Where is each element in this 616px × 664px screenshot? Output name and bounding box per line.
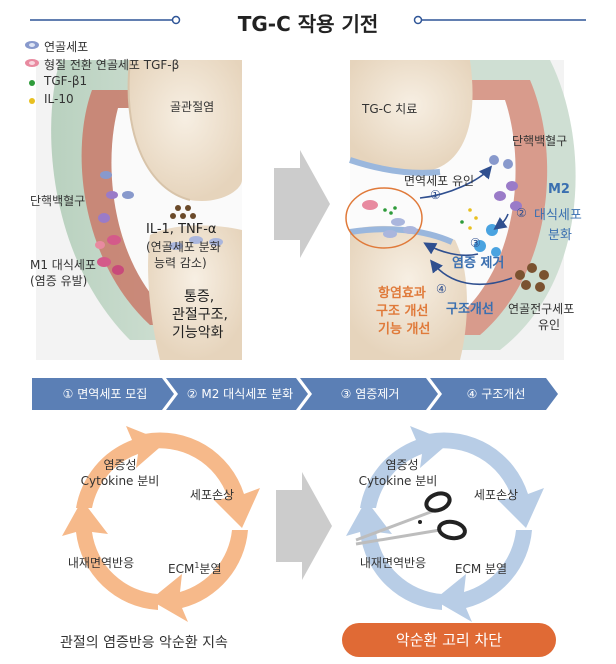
left-cycle-top-line2: Cytokine 분비: [80, 474, 160, 488]
label-monocyte-right: 단핵백혈구: [512, 134, 568, 148]
label-il1-line3: 능력 감소): [154, 256, 207, 270]
il10-dot-icon: [29, 98, 35, 104]
transformed-chondrocyte-icon: [25, 59, 39, 67]
legend-label-tgf: TGF-β1: [44, 74, 88, 88]
step-4-label: ④ 구조개선: [466, 387, 526, 401]
legend-label-il10: IL-10: [44, 92, 74, 106]
bottom-left-caption: 관절의 염증반응 악순환 지속: [60, 635, 228, 651]
label-pain-line3: 기능악화: [172, 325, 224, 341]
right-cycle-left: 내재면역반응: [359, 556, 427, 570]
label-m2-line3: 분화: [548, 228, 572, 243]
label-step-num-1: ①: [430, 188, 441, 202]
label-tgc-treatment: TG-C 치료: [362, 102, 418, 116]
label-step-num-3: ③: [470, 236, 481, 250]
label-monocyte-left: 단핵백혈구: [30, 194, 86, 208]
label-effect-line2: 구조 개선: [376, 304, 429, 319]
label-il1-line1: IL-1, TNF-α: [146, 222, 217, 237]
label-step-num-2: ②: [516, 206, 527, 220]
scissors-icon: [355, 491, 467, 546]
label-effect-line1: 항염효과: [378, 286, 426, 301]
right-joint-illustration: [345, 60, 576, 360]
tgf-dot-icon: [29, 80, 35, 86]
step-2-label: ② M2 대식세포 분화: [186, 387, 294, 401]
step-1-label: ① 면역세포 모집: [62, 387, 148, 401]
label-precursor-line2: 유인: [538, 318, 561, 332]
left-cycle-right: 세포손상: [189, 488, 235, 502]
legend-label-chondrocyte: 연골세포: [44, 40, 89, 54]
transition-arrow-bottom: [276, 472, 332, 580]
label-precursor-line1: 연골전구세포: [508, 302, 575, 316]
label-immune-recruit: 면역세포 유인: [404, 174, 475, 188]
label-pain-line1: 통증,: [184, 289, 215, 305]
right-cycle-top-line2: Cytokine 분비: [358, 474, 438, 488]
label-effect-line3: 기능 개선: [378, 322, 431, 337]
legend-label-transformed: 형질 전환 연골세포 TGF-β: [44, 58, 180, 72]
break-cycle-button[interactable]: 악순환 고리 차단: [342, 623, 556, 657]
page-title: TG-C 작용 기전: [237, 12, 379, 36]
right-cycle-graphic: [346, 426, 544, 622]
chondrocyte-icon: [25, 41, 39, 49]
label-inflammation-removal: 염증 제거: [452, 256, 505, 271]
label-m1-line2: (염증 유발): [30, 274, 88, 288]
label-m2-line2: 대식세포: [534, 208, 582, 223]
label-step-num-4: ④: [436, 282, 447, 296]
label-m1-line1: M1 대식세포: [30, 258, 96, 272]
left-joint-illustration: [36, 59, 243, 360]
label-structure-improve: 구조개선: [446, 302, 494, 317]
label-osteoarthritis: 골관절염: [170, 100, 215, 114]
left-cycle-bottom: ECM1분열: [168, 561, 222, 576]
step-3-label: ③ 염증제거: [340, 387, 400, 401]
right-cycle-right: 세포손상: [473, 488, 519, 502]
label-m2-line1: M2: [548, 182, 570, 197]
right-cycle-bottom: ECM 분열: [454, 562, 508, 576]
right-cycle-top-line1: 염증성: [385, 458, 419, 472]
left-cycle-left: 내재면역반응: [67, 556, 135, 570]
transition-arrow-top: [274, 150, 330, 258]
label-pain-line2: 관절구조,: [172, 307, 228, 323]
left-cycle-top-line1: 염증성: [103, 458, 137, 472]
left-cycle-graphic: [62, 426, 260, 622]
step-bar: [32, 378, 558, 410]
label-il1-line2: (연골세포 분화: [146, 240, 221, 254]
